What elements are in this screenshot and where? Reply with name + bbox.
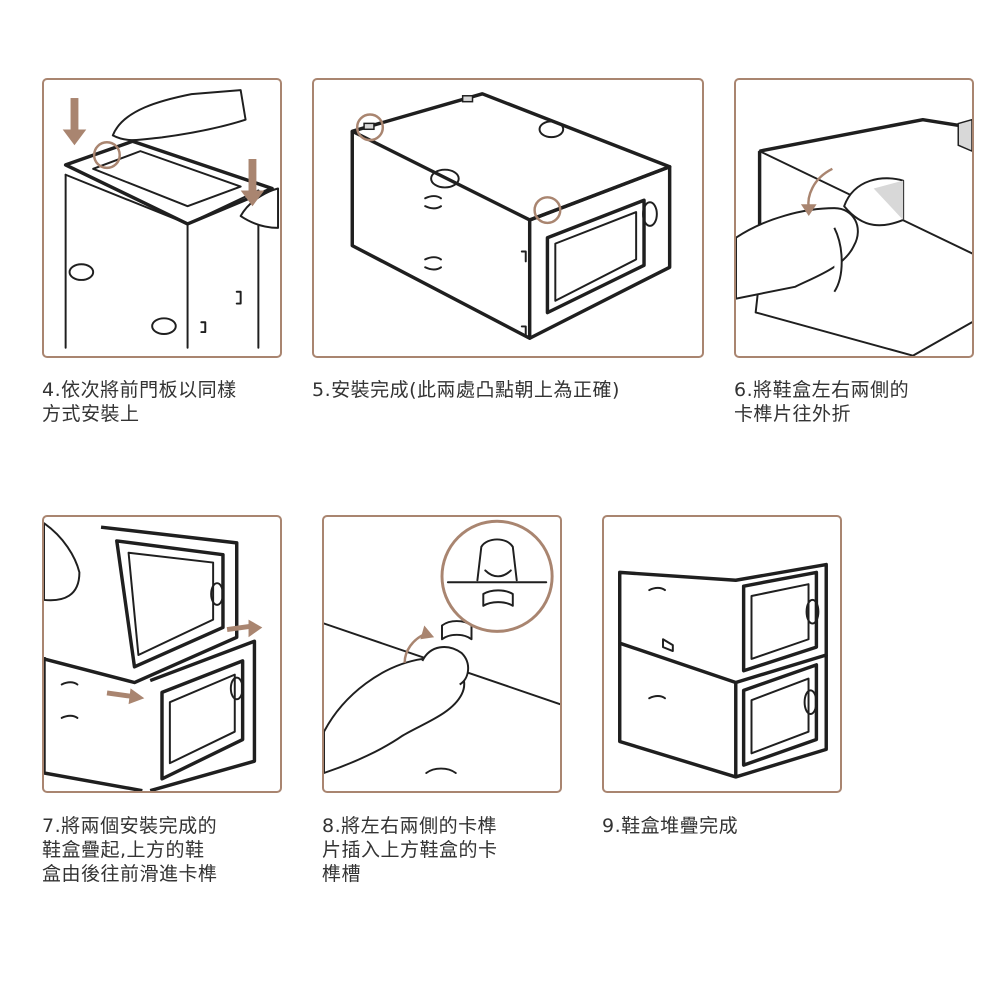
- step-6-caption: 6.將鞋盒左右兩側的 卡榫片往外折: [734, 379, 910, 425]
- step-7-drawing: [44, 522, 263, 791]
- step-8-illustration: [322, 515, 562, 793]
- step-5-caption: 5.安裝完成(此兩處凸點朝上為正確): [312, 379, 620, 401]
- step-4-caption: 4.依次將前門板以同樣 方式安裝上: [42, 379, 237, 425]
- step-8-drawing: [324, 519, 560, 774]
- step-6-illustration: [734, 78, 974, 358]
- step-4-drawing: [62, 89, 280, 349]
- step-4-illustration: [42, 78, 282, 358]
- step-9-illustration: [602, 515, 842, 793]
- step-8-caption: 8.將左右兩側的卡榫 片插入上方鞋盒的卡 榫槽: [322, 815, 498, 885]
- step-7-caption: 7.將兩個安裝完成的 鞋盒疊起,上方的鞋 盒由後往前滑進卡榫: [42, 815, 218, 885]
- step-5-illustration: [312, 78, 704, 358]
- step-6-drawing: [736, 117, 972, 356]
- step-9-drawing: [618, 562, 828, 779]
- step-7-illustration: [42, 515, 282, 793]
- step-5-drawing: [350, 92, 672, 340]
- step-9-caption: 9.鞋盒堆疊完成: [602, 815, 739, 837]
